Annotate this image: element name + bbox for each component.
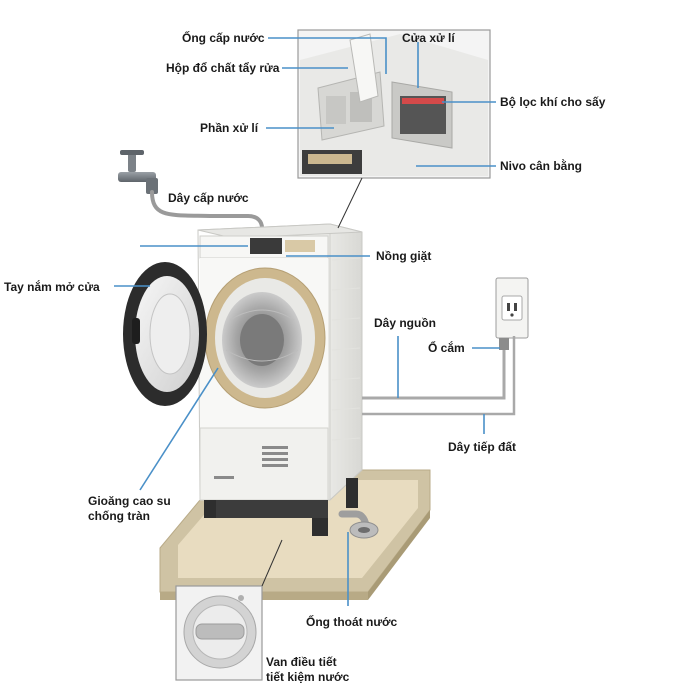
label-gasket-line1: Gioăng cao su [88, 494, 171, 508]
callout-lines [114, 37, 500, 606]
power-cord [362, 348, 506, 400]
washing-machine [197, 223, 363, 536]
label-water-supply-port: Ống cấp nước [182, 31, 265, 45]
callout-gasket [139, 367, 219, 491]
label-water-hose: Dây cấp nước [168, 191, 249, 205]
label-valve-line1: Van điều tiết [266, 655, 337, 669]
label-door-handle: Tay nắm mở cửa [4, 280, 100, 294]
label-gasket: Gioăng cao su chống tràn [88, 494, 180, 524]
label-valve: Van điều tiết tiết kiệm nước [266, 655, 366, 685]
label-processing-door: Cửa xử lí [402, 31, 455, 45]
label-power-cord: Dây nguồn [374, 316, 436, 330]
label-gasket-line2: chống tràn [88, 509, 150, 523]
label-detergent-box: Hộp đổ chất tẩy rửa [166, 61, 280, 75]
open-door [123, 262, 207, 406]
label-drain-pipe: Ống thoát nước [306, 615, 398, 629]
label-valve-line2: tiết kiệm nước [266, 670, 350, 684]
label-level-bubble: Nivo cân bằng [500, 159, 583, 173]
drain-pipe [338, 510, 379, 539]
callout-water-supply-port [268, 37, 387, 74]
top-inset [297, 29, 491, 229]
faucet-icon [118, 150, 158, 194]
label-processing-unit: Phần xử lí [200, 121, 259, 135]
label-drum: Nồng giặt [376, 249, 432, 263]
label-ground-wire: Dây tiếp đất [448, 440, 517, 454]
valve-inset [175, 539, 283, 681]
label-socket: Ổ cắm [428, 341, 465, 355]
power-outlet [495, 277, 529, 339]
water-hose [150, 190, 264, 230]
ground-wire [362, 336, 516, 416]
label-dryer-filter: Bộ lọc khí cho sấy [500, 95, 606, 109]
